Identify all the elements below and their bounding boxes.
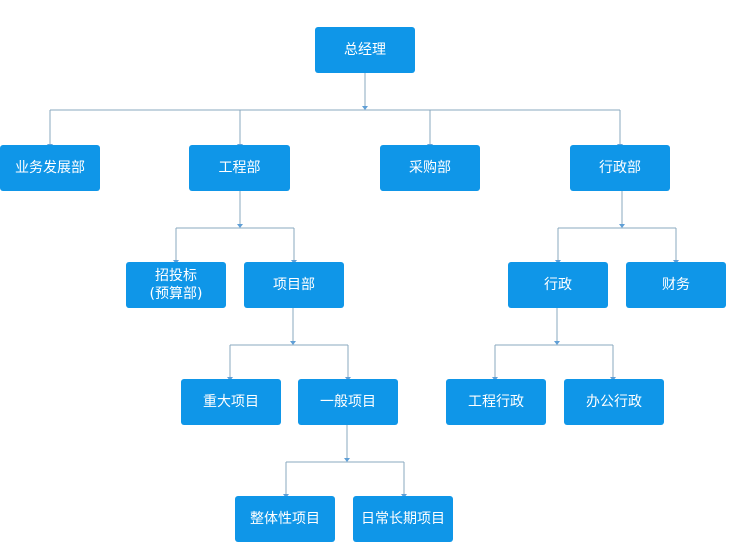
- connector-engineering-children: [175, 191, 295, 260]
- node-finance: 财务: [626, 262, 726, 308]
- node-business-development: 业务发展部: [0, 145, 100, 191]
- node-admin: 行政: [508, 262, 608, 308]
- arrowhead: [619, 224, 625, 228]
- connector-admin-children: [494, 308, 614, 377]
- node-daily-long-term-projects: 日常长期项目: [353, 496, 453, 542]
- node-general-manager: 总经理: [315, 27, 415, 73]
- node-whole-projects: 整体性项目: [235, 496, 335, 542]
- arrowhead: [554, 341, 560, 345]
- node-administration-dept: 行政部: [570, 145, 670, 191]
- node-engineering-admin: 工程行政: [446, 379, 546, 425]
- node-engineering: 工程部: [189, 145, 290, 191]
- node-procurement: 采购部: [380, 145, 480, 191]
- arrowhead: [237, 224, 243, 228]
- node-office-admin: 办公行政: [564, 379, 664, 425]
- connector-general-projects-children: [285, 425, 405, 494]
- connector-project-children: [229, 308, 349, 377]
- node-general-projects: 一般项目: [298, 379, 398, 425]
- node-bidding: 招投标 (预算部): [126, 262, 226, 308]
- node-major-projects: 重大项目: [181, 379, 281, 425]
- connector-gm-to-departments: [49, 73, 621, 144]
- node-bidding-line1: 招投标: [155, 268, 197, 284]
- node-project-dept: 项目部: [244, 262, 344, 308]
- connector-administration-children: [557, 191, 677, 260]
- arrowhead: [344, 458, 350, 462]
- arrowhead: [362, 106, 368, 110]
- node-bidding-line2: (预算部): [149, 286, 203, 302]
- arrowhead: [290, 341, 296, 345]
